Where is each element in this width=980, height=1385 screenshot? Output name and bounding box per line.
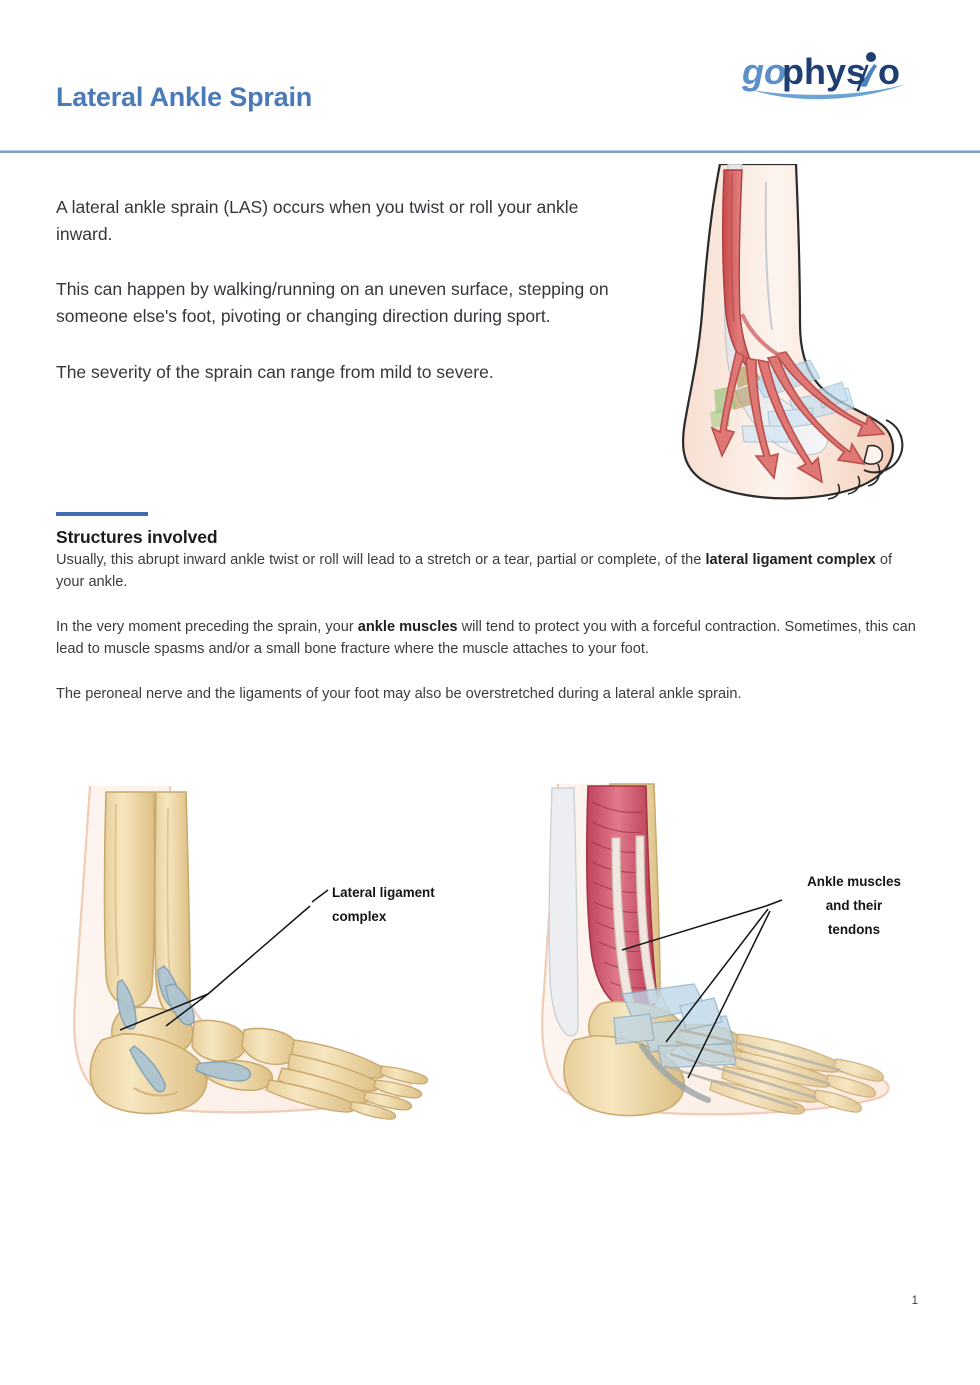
tarsal-sheath (657, 1043, 737, 1069)
figure-caption-right-line-1: Ankle muscles (807, 874, 901, 889)
logo-figure-leg-icon (856, 64, 869, 92)
figure-caption-right-line-2: and their (826, 898, 883, 913)
header-divider (0, 150, 980, 153)
lateral-ligaments (116, 965, 251, 1093)
structures-paragraph-2: In the very moment preceding the sprain,… (56, 617, 924, 660)
figure-caption-right-line-3: tendons (828, 922, 880, 937)
structures-p2-text-b: will tend to protect you with a forceful… (56, 619, 916, 657)
gophysio-logo: go phys o (740, 44, 918, 104)
calcaneus-bone-right (563, 1035, 685, 1117)
deep-tendon-line (740, 313, 782, 358)
ankle-muscles-tendons-figure: Ankle muscles and their tendons (530, 778, 930, 1138)
leader-line-tick-right (765, 899, 783, 907)
logo-text-go: go (741, 51, 786, 92)
logo-text-phys: phys (782, 51, 866, 92)
peroneal-sheath (613, 1013, 655, 1045)
ligament-ptfl (165, 983, 195, 1026)
tibia-bone (103, 791, 156, 1008)
intro-paragraph-2: This can happen by walking/running on an… (56, 279, 609, 327)
structures-paragraph-3: The peroneal nerve and the ligaments of … (56, 686, 742, 703)
calcaneus-shading (133, 1087, 179, 1097)
phalanx-bones (349, 1065, 429, 1120)
ankle-muscle-pull-illustration (672, 162, 922, 516)
ligament-cfl (129, 1045, 166, 1093)
leader-line-tick (311, 889, 329, 903)
structures-p1-text-b: of your ankle. (56, 552, 893, 590)
logo-swoosh-icon (752, 84, 906, 100)
structures-p1-bold: lateral ligament complex (705, 552, 876, 568)
ligament-deltoid (116, 979, 137, 1030)
leader-line-tendon-1 (665, 908, 769, 1043)
lateral-ligament-complex-figure: Lateral ligament complex (60, 778, 460, 1138)
muscle-striation (730, 173, 735, 323)
tendon-arrow-5 (774, 351, 886, 437)
fibula-shading (166, 807, 171, 987)
intro-text-block: A lateral ankle sprain (LAS) occurs when… (56, 194, 611, 386)
tendon-sheaths (613, 983, 737, 1069)
section-heading-structures-involved: Structures involved (56, 527, 218, 547)
tendon-arrow-3 (756, 358, 824, 484)
figure-caption-line-1: Lateral ligament (332, 885, 435, 900)
fibula-grey-shaft (548, 787, 579, 1037)
structures-p1-text-a: Usually, this abrupt inward ankle twist … (56, 552, 706, 568)
toe-4-outline (827, 483, 841, 500)
section-accent-rule (56, 512, 148, 516)
leader-line-muscle (621, 905, 767, 951)
logo-figure-head-icon (866, 52, 876, 62)
leader-line-tendon-2 (687, 910, 771, 1079)
page-number: 1 (911, 1295, 918, 1307)
structures-paragraph-1: Usually, this abrupt inward ankle twist … (56, 550, 924, 593)
leader-lines (119, 889, 329, 1031)
navicular-bone (191, 1019, 247, 1062)
page-header: Lateral Ankle Sprain go phys o (0, 0, 980, 153)
intro-paragraph-3: The severity of the sprain can range fro… (56, 361, 494, 382)
intro-paragraph-1: A lateral ankle sprain (LAS) occurs when… (56, 197, 579, 245)
figures-row: Lateral ligament complex (56, 778, 924, 1138)
figure-caption-line-2: complex (332, 909, 387, 924)
leader-line-1 (207, 905, 311, 995)
toe-3-outline (847, 475, 861, 495)
leader-line-2 (119, 993, 209, 1031)
tendon-arrow-1 (710, 350, 745, 459)
ligament-bifurcate (195, 1061, 251, 1082)
leader-lines-right (621, 899, 783, 1079)
peroneus-longus-tendon (639, 1043, 711, 1103)
page-title: Lateral Ankle Sprain (56, 82, 313, 112)
structures-p2-text-a: In the very moment preceding the sprain,… (56, 619, 358, 636)
structures-p2-bold: ankle muscles (357, 619, 458, 636)
tendon-arrows (710, 350, 886, 484)
logo-figure-body-icon (861, 64, 877, 87)
tendon-arrow-2 (745, 357, 779, 480)
toenail-shape (863, 444, 884, 465)
logo-text-o: o (878, 51, 900, 92)
extensor-sheath (679, 997, 723, 1031)
tibia-line (764, 181, 773, 331)
tibia-shading (114, 803, 120, 977)
tendon-arrow-4 (766, 355, 866, 466)
toe-2-outline (867, 463, 881, 487)
structures-involved-section: Structures involved Usually, this abrupt… (56, 512, 924, 726)
toe-tendons (663, 1028, 841, 1110)
big-toe-outline (863, 419, 904, 474)
leader-line-1b (165, 993, 209, 1027)
